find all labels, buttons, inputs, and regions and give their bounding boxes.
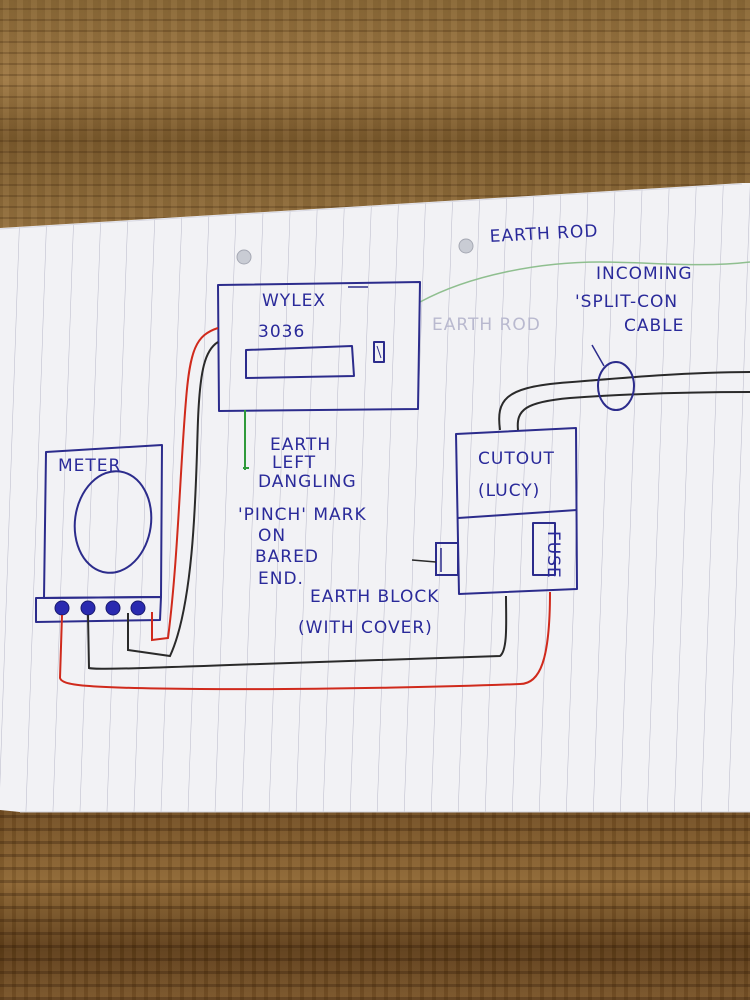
meter-terminal [54, 600, 70, 616]
punch-hole [458, 238, 474, 254]
incoming-split-con-cable [498, 344, 750, 431]
label-end: END. [258, 569, 304, 589]
label-cutout: CUTOUT [478, 449, 555, 469]
label-earth-rod-faint: EARTH ROD [432, 315, 541, 335]
label-left: LEFT [272, 453, 316, 473]
red-tail-cutout-to-meter [58, 591, 551, 691]
label-pinch-mark: 'PINCH' MARK [238, 505, 367, 525]
black-tail-meter-to-wylex [127, 341, 219, 658]
label-bared: BARED [255, 547, 319, 567]
red-tail-meter-to-wylex [151, 327, 219, 642]
label-earth-block: EARTH BLOCK [310, 587, 439, 607]
wooden-table-bottom [0, 800, 750, 1000]
earth-block [411, 542, 459, 576]
label-model: 3036 [258, 322, 305, 342]
label-lucy: (LUCY) [478, 481, 540, 501]
label-earth: EARTH [270, 435, 331, 455]
paper-sheet [0, 183, 750, 813]
label-on: ON [258, 526, 286, 546]
label-cable: CABLE [624, 316, 684, 336]
punch-hole [236, 249, 252, 265]
meter-terminal [105, 600, 121, 616]
meter-terminal [130, 600, 146, 616]
black-tail-cutout-to-meter [87, 595, 508, 670]
meter-terminal [80, 600, 96, 616]
electricity-meter [35, 444, 163, 623]
label-wylex: WYLEX [262, 291, 326, 311]
label-incoming: INCOMING [596, 264, 693, 284]
label-split-con: 'SPLIT-CON [575, 292, 678, 312]
earth-rod-line [419, 261, 750, 303]
label-dangling: DANGLING [258, 472, 357, 492]
label-meter: METER [58, 456, 121, 476]
fuse-holder [532, 522, 556, 576]
wylex-consumer-unit [217, 281, 421, 412]
label-with-cover: (WITH COVER) [298, 618, 433, 638]
cutout-lucy [455, 427, 578, 595]
label-fuse: FUSE [543, 531, 563, 579]
